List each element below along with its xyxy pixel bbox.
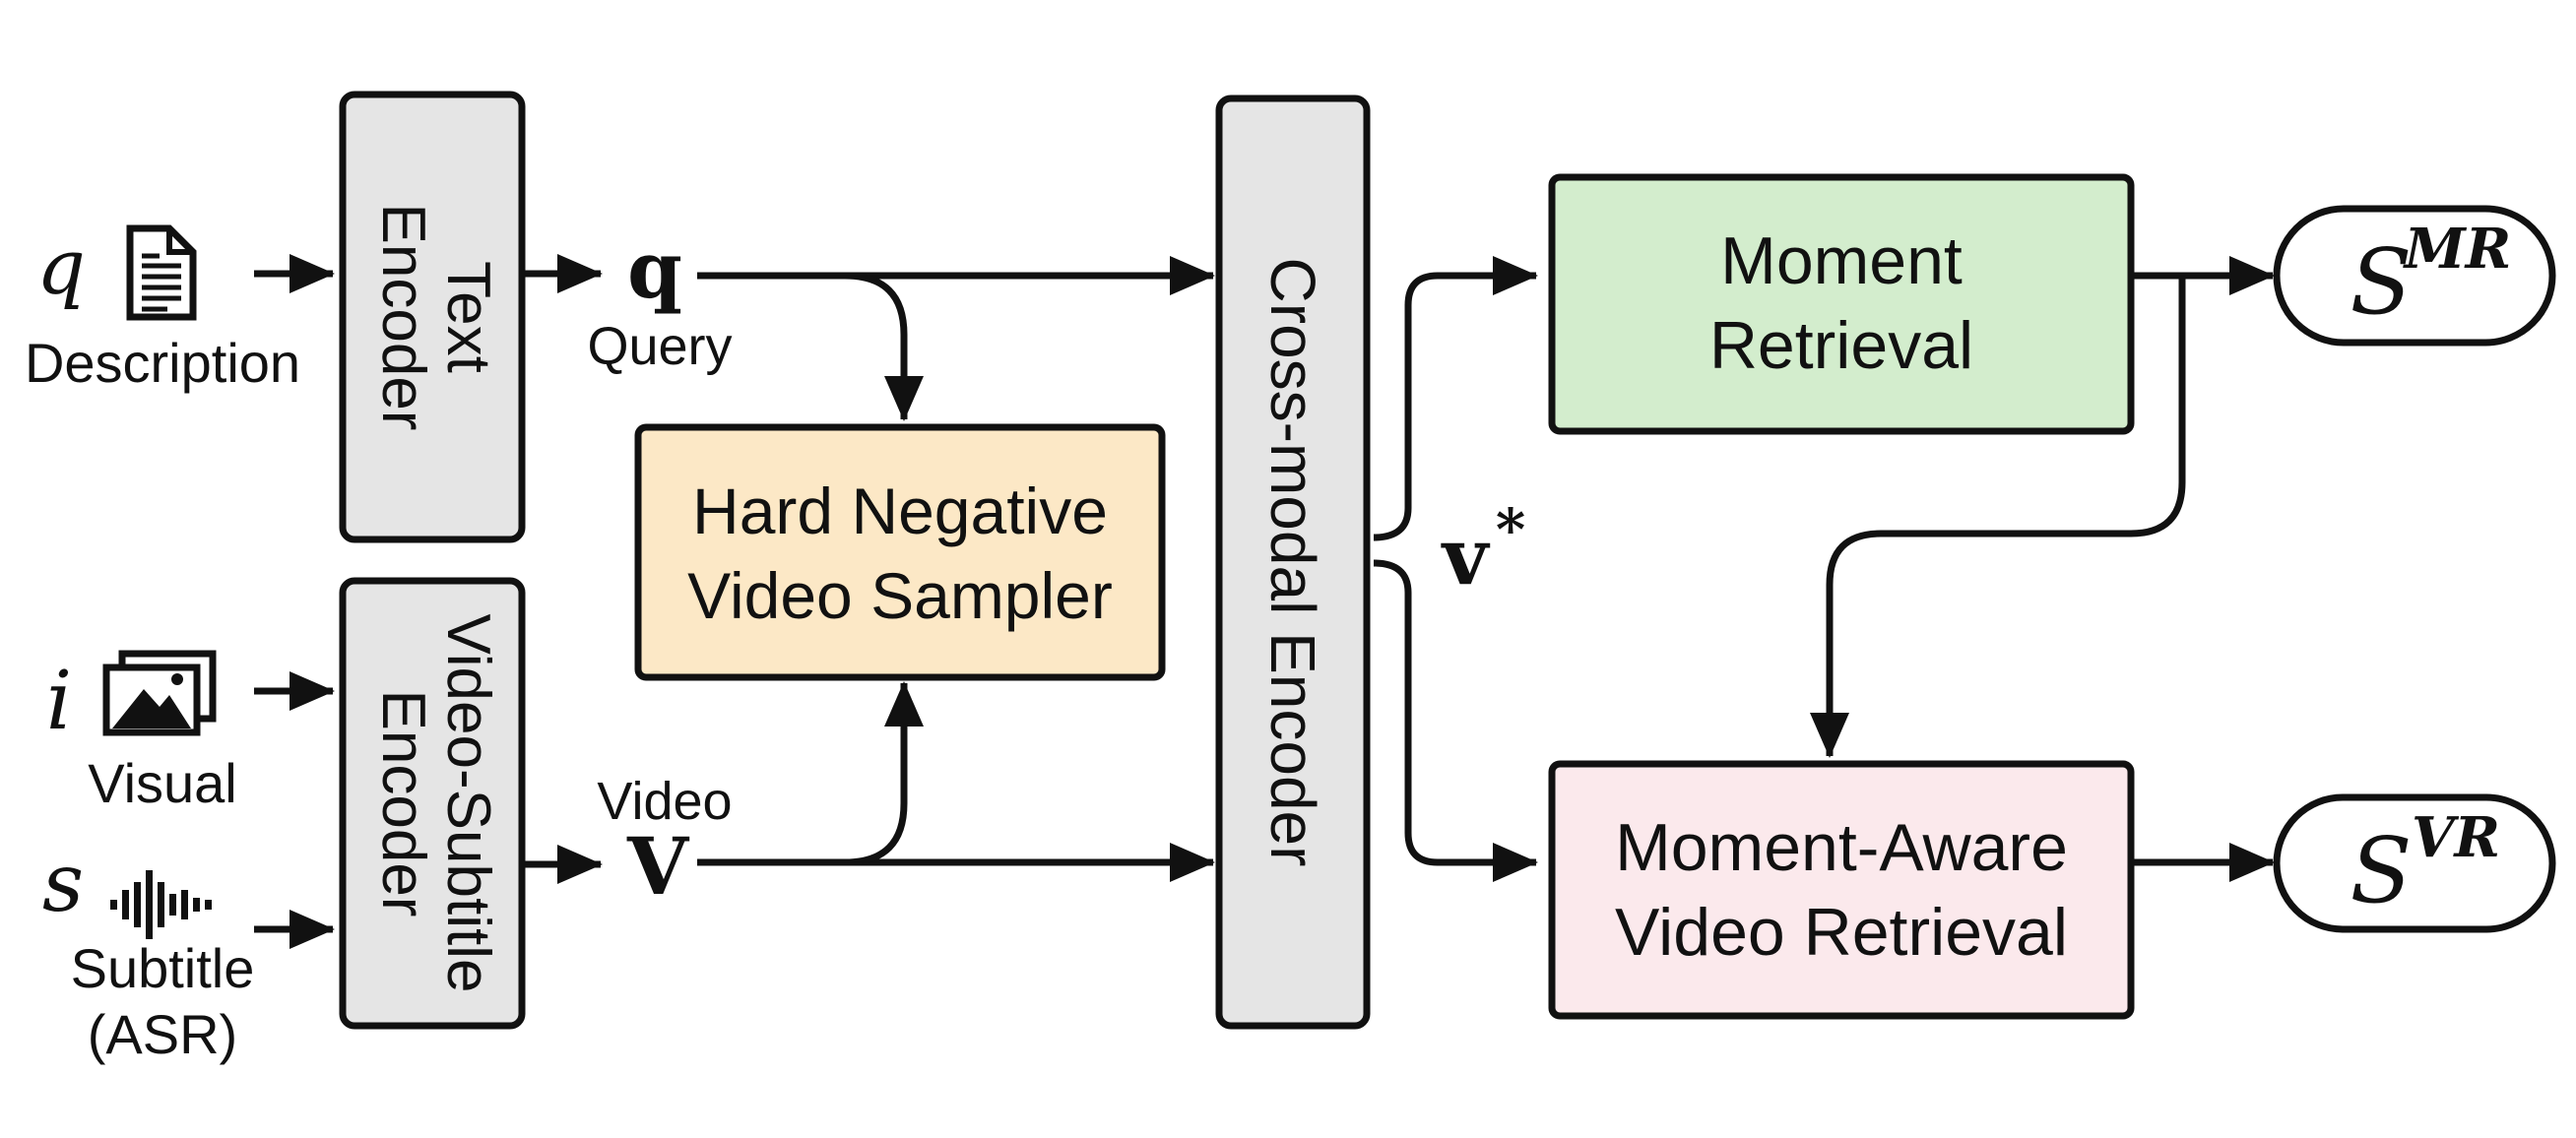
video-subtitle-encoder: Video-Subtitle Encoder (339, 577, 526, 1030)
audio-waveform-icon (110, 870, 212, 939)
video-retrieval-label-line2: Video Retrieval (1615, 895, 2068, 970)
video-symbol: V (626, 820, 690, 913)
moment-score-symbol: S (2350, 229, 2412, 335)
visual-symbol: i (46, 655, 72, 748)
fused-signal: v * (1441, 496, 1525, 602)
subtitle-label-asr: (ASR) (88, 1003, 237, 1065)
input-visual: i Visual (46, 650, 237, 814)
document-icon (126, 224, 197, 321)
moment-retrieval-label-line1: Moment (1720, 223, 1963, 298)
query-label: Query (587, 317, 732, 376)
video-retrieval-label-line1: Moment-Aware (1615, 810, 2068, 885)
text-encoder-label-line1: Text (434, 261, 502, 373)
fused-to-moment-arrow (1373, 256, 1538, 541)
image-stack-icon (102, 650, 217, 736)
video-score-output: S VR (2273, 793, 2556, 933)
moment-retrieval: Moment Retrieval (1548, 173, 2135, 435)
query-to-sampler-arrow (844, 272, 924, 421)
subtitle-label: Subtitle (71, 937, 255, 999)
query-signal: q Query (587, 223, 732, 376)
query-symbol: q (627, 223, 682, 316)
video-signal: Video V (597, 772, 732, 913)
subtitle-symbol: s (42, 837, 84, 930)
video-subtitle-encoder-label-line2: Encoder (369, 690, 437, 917)
fused-superscript: * (1496, 496, 1525, 563)
moment-score-output: S MR (2273, 205, 2556, 347)
video-score-superscript: VR (2412, 805, 2500, 870)
video-label: Video (597, 772, 732, 831)
description-symbol: q (36, 223, 86, 312)
moment-retrieval-label-line2: Retrieval (1709, 308, 1973, 383)
description-label: Description (25, 332, 300, 394)
visual-label: Visual (88, 752, 237, 814)
text-encoder: Text Encoder (339, 91, 526, 543)
text-encoder-label-line2: Encoder (369, 204, 437, 431)
moment-score-superscript: MR (2403, 217, 2512, 282)
video-to-sampler-arrow (844, 681, 924, 866)
fused-symbol: v (1441, 510, 1491, 602)
cross-modal-encoder: Cross-modal Encoder (1215, 95, 1371, 1030)
moment-to-video-retrieval-arrow (1810, 276, 2186, 758)
input-description: q Description (25, 223, 300, 394)
input-subtitle: s Subtitle (ASR) (42, 837, 254, 1065)
cross-modal-encoder-label: Cross-modal Encoder (1257, 258, 1328, 867)
hard-negative-video-sampler: Hard Negative Video Sampler (634, 423, 1166, 681)
sampler-label-line2: Video Sampler (687, 559, 1113, 632)
sampler-label-line1: Hard Negative (692, 474, 1108, 547)
fused-to-video-retrieval-arrow (1373, 559, 1538, 882)
video-subtitle-encoder-label-line1: Video-Subtitle (434, 614, 502, 993)
video-score-symbol: S (2350, 818, 2412, 923)
moment-aware-video-retrieval: Moment-Aware Video Retrieval (1548, 760, 2135, 1020)
